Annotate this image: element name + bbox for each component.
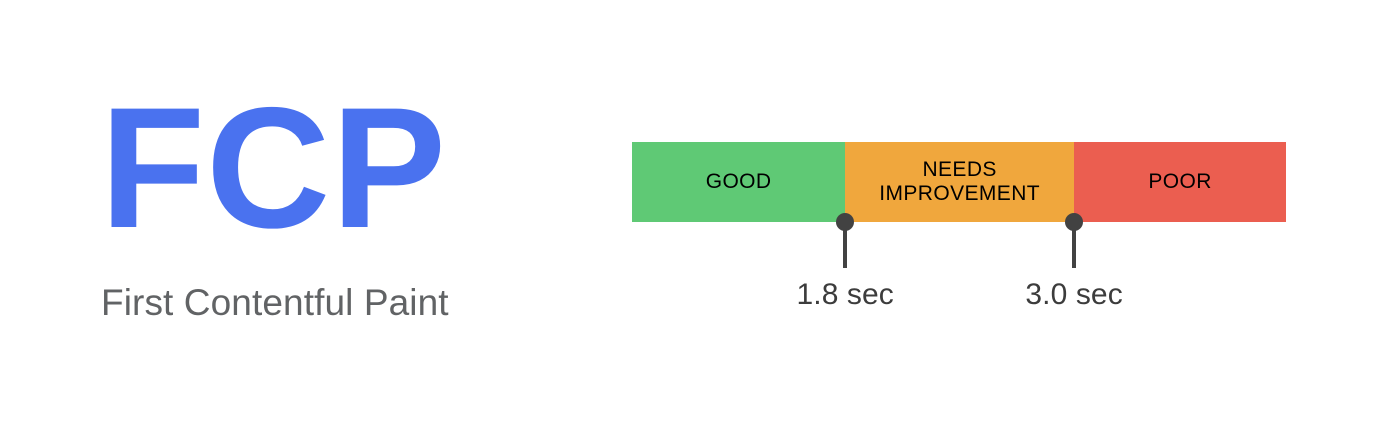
threshold-stem-icon	[1072, 222, 1077, 268]
threshold-label-2: 3.0 sec	[1025, 278, 1123, 311]
threshold-scale: GOOD NEEDS IMPROVEMENT POOR 1.8 sec 3.0 …	[632, 142, 1286, 311]
threshold-stem-icon	[843, 222, 848, 268]
metric-identity-block: FCP First Contentful Paint	[0, 0, 560, 444]
segment-poor-label: POOR	[1148, 169, 1212, 193]
segment-poor: POOR	[1074, 142, 1286, 222]
segment-needs-improvement: NEEDS IMPROVEMENT	[845, 142, 1075, 222]
threshold-label-1: 1.8 sec	[796, 278, 894, 311]
metric-full-name: First Contentful Paint	[101, 282, 449, 323]
segment-good: GOOD	[632, 142, 846, 222]
metric-acronym: FCP	[100, 72, 447, 264]
threshold-bar: GOOD NEEDS IMPROVEMENT POOR	[632, 142, 1286, 222]
segment-good-label: GOOD	[705, 169, 772, 193]
segment-needs-improvement-label: NEEDS IMPROVEMENT	[879, 157, 1041, 205]
